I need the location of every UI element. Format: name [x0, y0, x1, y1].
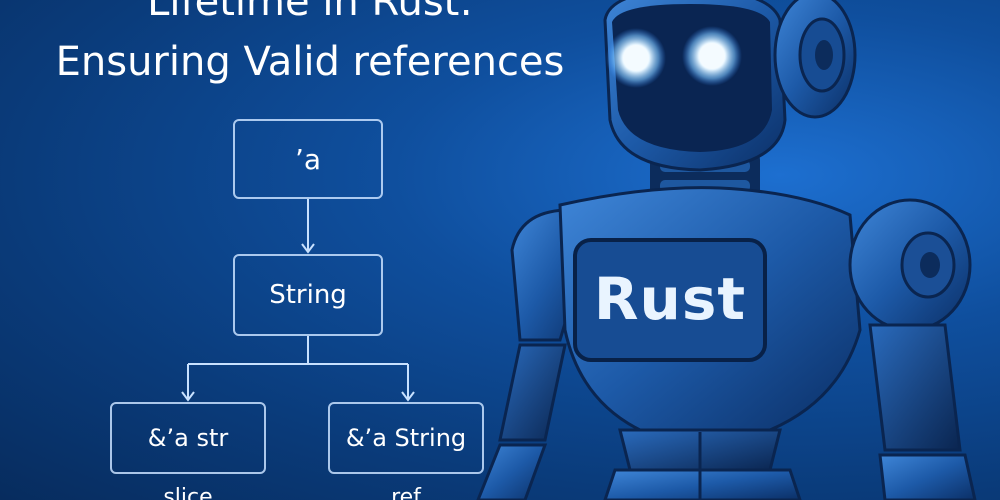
robot-right-arm [848, 198, 977, 500]
string-ref-node: &’a String [328, 402, 484, 474]
robot-eyes [606, 26, 742, 88]
title-line-1: Lifetime in Rust: [147, 0, 473, 25]
lifetime-node: ’a [233, 119, 383, 199]
arrowhead-string-ref [401, 391, 415, 402]
ref-label: ref [391, 485, 421, 500]
arrowhead-str [181, 391, 195, 402]
lifetime-diagram: ’a String &’a str &’a String slice ref [110, 119, 484, 500]
slice-label: slice [163, 485, 213, 500]
robot-illustration [476, 0, 977, 500]
string-node: String [233, 254, 383, 336]
robot-torso [558, 186, 862, 500]
diagram-connectors [181, 199, 415, 402]
arrowhead-string [301, 243, 315, 254]
str-slice-node: &’a str [110, 402, 266, 474]
robot-chest-label: Rust [593, 265, 747, 333]
title-line-2: Ensuring Valid references [55, 39, 565, 85]
